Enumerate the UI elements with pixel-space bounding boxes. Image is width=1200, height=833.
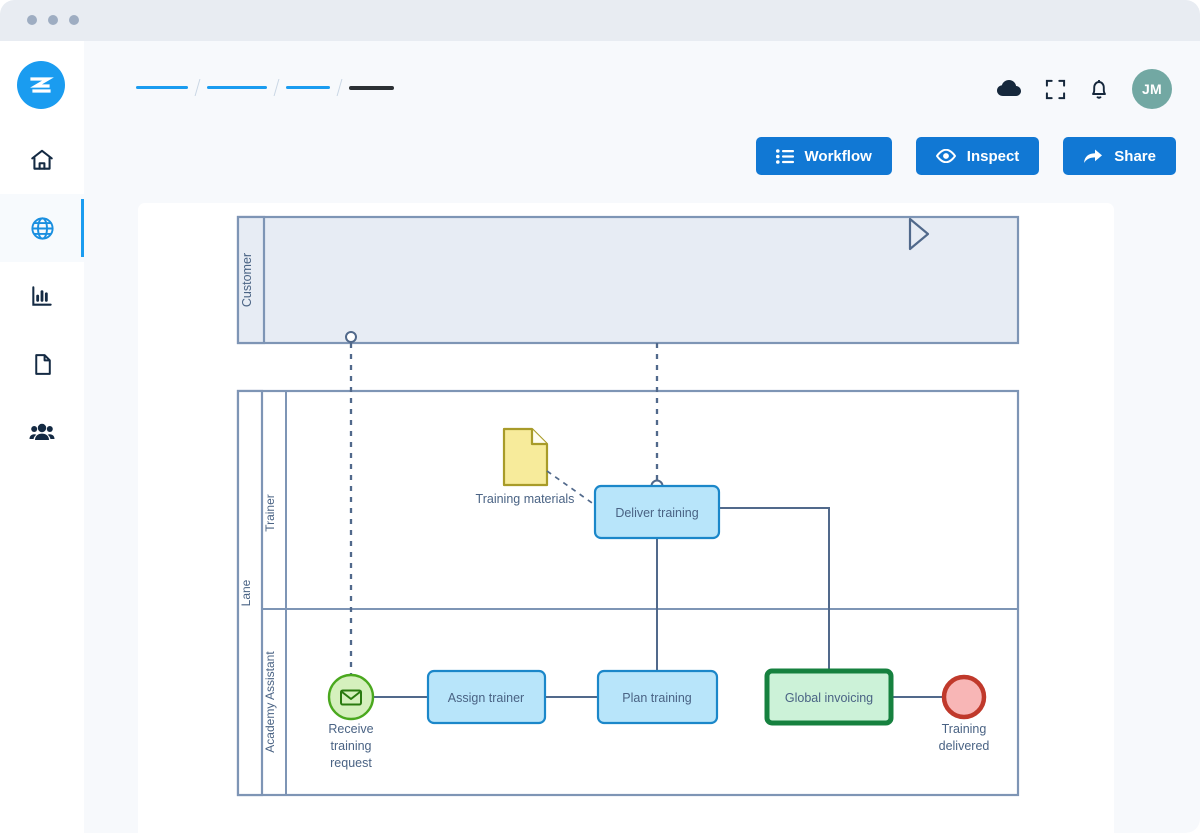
workflow-button[interactable]: Workflow [755, 137, 892, 175]
inspect-button[interactable]: Inspect [915, 137, 1040, 175]
fullscreen-icon[interactable] [1045, 79, 1066, 100]
fullscreen-glyph [1045, 79, 1066, 99]
training-materials-artifact[interactable]: Training materials [476, 427, 575, 506]
lane-pool[interactable]: Lane [236, 389, 1020, 797]
academy-assistant-lane-label: Academy Assistant [263, 651, 277, 753]
zz-logo[interactable] [17, 61, 65, 109]
bell-icon[interactable] [1089, 78, 1109, 100]
bpmn-diagram[interactable]: Customer Lane Trainer Academy Assistant [138, 203, 1114, 833]
people-icon [29, 423, 55, 440]
training-delivered-event[interactable]: Training delivered [939, 674, 990, 753]
header-actions: JM [996, 69, 1172, 109]
breadcrumb-item-1[interactable] [136, 86, 188, 89]
sidebar [0, 41, 84, 833]
receive-event-label-3: request [330, 756, 372, 770]
close-dot[interactable] [27, 15, 37, 25]
receive-training-request-event[interactable]: Receive training request [327, 673, 375, 770]
trainer-lane-label: Trainer [263, 494, 277, 532]
breadcrumb-item-current [349, 85, 394, 90]
traffic-light-dots [27, 15, 79, 25]
window-titlebar [0, 0, 1200, 41]
cloud-glyph [997, 80, 1021, 96]
maximize-dot[interactable] [69, 15, 79, 25]
cloud-icon[interactable] [996, 79, 1022, 99]
receive-event-label-2: training [331, 739, 372, 753]
sidebar-item-analytics[interactable] [0, 262, 84, 330]
eye-icon [935, 149, 956, 163]
breadcrumb[interactable] [136, 79, 394, 96]
breadcrumb-separator [194, 79, 201, 96]
global-invoicing-label: Global invoicing [785, 691, 873, 705]
home-icon [31, 149, 53, 170]
share-button[interactable]: Share [1063, 137, 1176, 175]
zz-logo-icon [30, 77, 54, 93]
customer-pool[interactable]: Customer [236, 215, 1020, 345]
avatar[interactable]: JM [1132, 69, 1172, 109]
end-event-label-2: delivered [939, 739, 990, 753]
minimize-dot[interactable] [48, 15, 58, 25]
receive-event-label-1: Receive [328, 722, 373, 736]
sidebar-item-people[interactable] [0, 398, 84, 466]
lane-pool-label: Lane [239, 579, 253, 606]
breadcrumb-item-2[interactable] [207, 86, 267, 89]
end-event-label-1: Training [942, 722, 987, 736]
breadcrumb-separator [273, 79, 280, 96]
document-icon [34, 353, 51, 375]
workflow-button-label: Workflow [804, 147, 872, 165]
globe-icon [30, 216, 54, 240]
flow-deliver-to-invoicing [719, 507, 830, 671]
plan-training-label: Plan training [622, 691, 692, 705]
diagram-canvas[interactable]: Customer Lane Trainer Academy Assistant [138, 203, 1114, 833]
breadcrumb-separator [336, 79, 343, 96]
bar-chart-icon [32, 286, 52, 306]
main-content: JM Workflow Inspect [84, 41, 1200, 833]
message-flow-receive[interactable] [345, 331, 357, 681]
list-icon [775, 148, 794, 164]
share-button-label: Share [1114, 147, 1156, 165]
assign-trainer-task[interactable]: Assign trainer [426, 669, 547, 725]
assign-trainer-label: Assign trainer [448, 691, 524, 705]
customer-pool-marker-icon[interactable] [908, 217, 930, 251]
deliver-training-label: Deliver training [615, 506, 698, 520]
deliver-training-task[interactable]: Deliver training [593, 484, 721, 540]
global-invoicing-activity[interactable]: Global invoicing [764, 668, 894, 726]
sidebar-item-globe[interactable] [0, 194, 84, 262]
share-icon [1084, 149, 1103, 163]
inspect-button-label: Inspect [966, 147, 1020, 165]
toolbar-actions: Workflow Inspect Share [755, 137, 1176, 175]
plan-training-task[interactable]: Plan training [596, 669, 719, 725]
sidebar-item-home[interactable] [0, 126, 84, 194]
bell-glyph [1092, 80, 1106, 99]
sequence-flows [374, 507, 943, 698]
breadcrumb-item-3[interactable] [286, 86, 330, 89]
sidebar-item-documents[interactable] [0, 330, 84, 398]
customer-pool-label: Customer [240, 253, 254, 307]
training-materials-label: Training materials [476, 492, 575, 506]
